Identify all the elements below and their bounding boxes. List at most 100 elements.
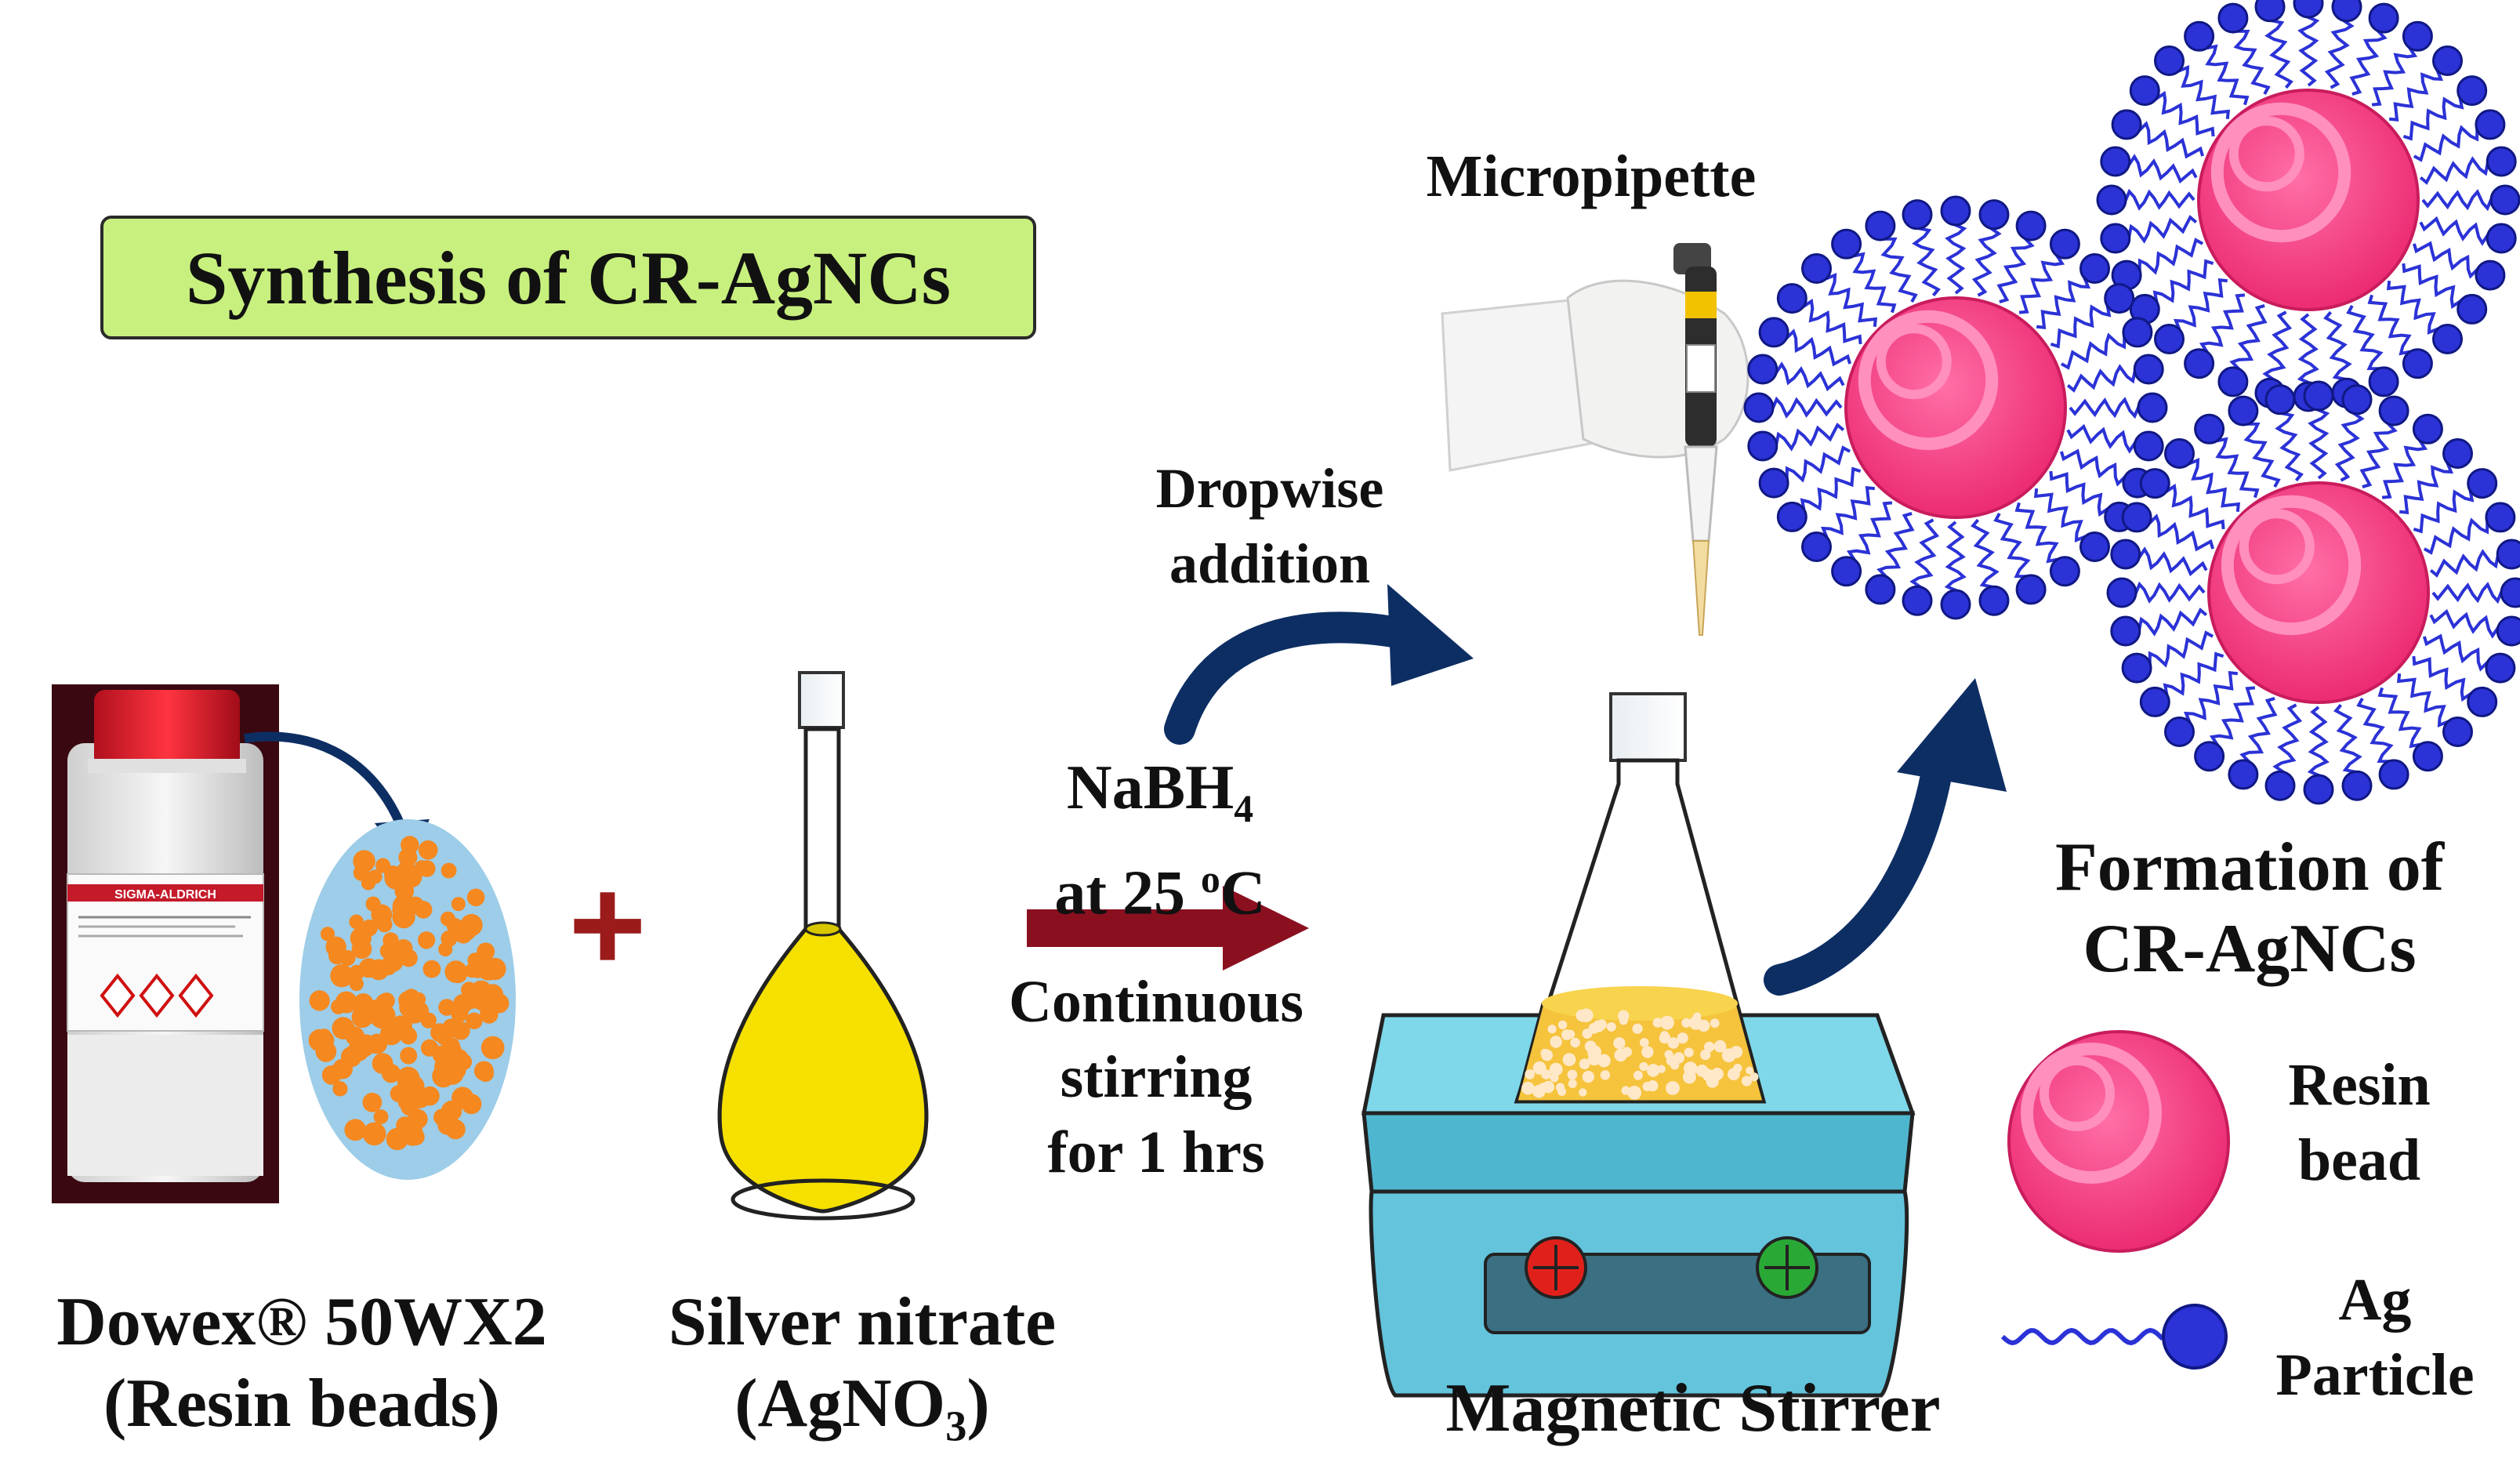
cr-agnc-cluster bbox=[1743, 0, 2520, 805]
core-highlight bbox=[2239, 509, 2315, 585]
ligand-chain bbox=[2137, 238, 2204, 275]
flask-bead-dot bbox=[1684, 1047, 1694, 1058]
flask-bead-dot bbox=[1646, 1064, 1660, 1077]
ag-particle bbox=[2217, 366, 2249, 397]
ag-particle bbox=[1902, 199, 1933, 230]
ag-particle bbox=[2139, 686, 2170, 717]
ligand-chain bbox=[2125, 154, 2198, 184]
ligand-chain bbox=[2419, 216, 2492, 246]
resin-bead-dot bbox=[321, 1065, 342, 1085]
ag-particle bbox=[2110, 539, 2141, 570]
ag-particle bbox=[1776, 501, 1808, 532]
flask-bead-dot bbox=[1549, 1062, 1563, 1076]
resin-bead-dot bbox=[441, 862, 457, 879]
ligand-chain bbox=[2185, 457, 2241, 513]
resin-bead-dot bbox=[401, 866, 422, 888]
legend-ag-particle bbox=[2000, 1304, 2228, 1370]
ligand-chain bbox=[2203, 44, 2250, 106]
resin-bead-dot bbox=[332, 1081, 348, 1097]
ag-particle bbox=[2442, 717, 2473, 747]
resin-bead-dot bbox=[349, 914, 364, 930]
resin-bead-dot bbox=[451, 1087, 474, 1109]
resin-bead-dot bbox=[399, 1027, 418, 1045]
resin-bead-dot bbox=[332, 1017, 355, 1039]
ag-particle bbox=[2486, 146, 2517, 177]
ag-particle bbox=[2121, 502, 2152, 533]
ag-particle bbox=[2121, 652, 2152, 684]
flask-bead-dot bbox=[1561, 1029, 1572, 1040]
flask-bead-dot bbox=[1557, 1087, 1567, 1096]
dropwise-label: Dropwise addition bbox=[1155, 457, 1384, 595]
title-banner: Synthesis of CR-AgNCs bbox=[100, 216, 1036, 339]
ag-particle bbox=[2442, 438, 2473, 469]
resin-bead-dot bbox=[460, 913, 483, 937]
ligand-chain bbox=[2399, 459, 2454, 515]
flask-bead-dot bbox=[1749, 1072, 1759, 1082]
flask-bead-dot bbox=[1652, 1018, 1663, 1028]
ag-particle bbox=[1758, 317, 1789, 348]
ligand-chain bbox=[2059, 448, 2129, 487]
ligand-chain bbox=[2396, 673, 2453, 728]
flask-bead-dot bbox=[1639, 1038, 1649, 1047]
ag-particle bbox=[1978, 199, 2010, 230]
formation-arrow bbox=[1764, 760, 1952, 996]
ligand-chain bbox=[1800, 466, 1862, 513]
resin-bead-dot bbox=[325, 936, 346, 958]
flask-bead-dot bbox=[1684, 1061, 1698, 1076]
ligand-chain bbox=[2145, 513, 2215, 552]
flask-bead-dot bbox=[1647, 1080, 1659, 1092]
ag-particle bbox=[1865, 210, 1896, 241]
ligand-chain bbox=[2173, 278, 2228, 334]
ligand-chain bbox=[2209, 686, 2256, 749]
resin-bead-dot bbox=[375, 858, 391, 873]
ag-particle bbox=[2104, 283, 2135, 314]
speed-knob-icon[interactable] bbox=[1756, 1236, 1818, 1299]
flask-bead-dot bbox=[1550, 1036, 1562, 1048]
ag-particle bbox=[2194, 413, 2225, 444]
ag-particle bbox=[1747, 430, 1779, 462]
ligand-chain bbox=[2297, 14, 2320, 87]
reaction-conditions-bottom: Continuous stirring for 1 hrs bbox=[1009, 969, 1304, 1185]
flask-bead-dot bbox=[1567, 1069, 1578, 1080]
resin-bead-dot bbox=[361, 876, 376, 891]
heat-knob-icon[interactable] bbox=[1525, 1236, 1587, 1299]
ag-particle bbox=[2264, 770, 2296, 801]
ligand-chain bbox=[2133, 581, 2206, 604]
flask-bead-dot bbox=[1562, 1053, 1576, 1066]
resin-bead-dot bbox=[455, 1054, 470, 1069]
resin-bead-dot bbox=[351, 1006, 373, 1029]
volumetric-flask bbox=[717, 671, 929, 1221]
ag-particle bbox=[2164, 717, 2195, 747]
ligand-chain bbox=[2388, 66, 2444, 122]
ligand-chain bbox=[1876, 511, 1915, 581]
flask-bead-dot bbox=[1721, 1048, 1736, 1063]
ligand-chain bbox=[2066, 364, 2137, 393]
ligand-chain bbox=[2148, 630, 2214, 668]
resin-bead-dot bbox=[330, 964, 354, 988]
ag-particle bbox=[2154, 324, 2185, 354]
resin-bead-dot bbox=[392, 902, 407, 917]
ligand-chain bbox=[2323, 310, 2352, 382]
ag-particle bbox=[2475, 109, 2506, 140]
resin-core bbox=[2207, 481, 2430, 704]
ag-particle bbox=[2015, 574, 2047, 605]
ligand-chain bbox=[2152, 90, 2215, 137]
flask-bead-dot bbox=[1587, 1049, 1596, 1058]
ag-particle bbox=[2303, 774, 2334, 805]
ag-particle bbox=[1831, 228, 1862, 259]
dropwise-arrowhead bbox=[1387, 584, 1474, 686]
ligand-chain bbox=[1782, 328, 1852, 367]
flask-bead-dot bbox=[1733, 1064, 1742, 1073]
ag-particle bbox=[2475, 259, 2506, 291]
ligand-chain bbox=[2412, 655, 2475, 702]
ag-particle bbox=[2228, 759, 2259, 790]
ag-particle bbox=[2293, 0, 2324, 19]
flask-bead-dot bbox=[1660, 1031, 1670, 1040]
resin-label: Dowex® 50WX2 (Resin beads) bbox=[56, 1284, 547, 1442]
reaction-arrow bbox=[1027, 886, 1309, 971]
ag-particle bbox=[2129, 75, 2160, 107]
flask-bead-dot bbox=[1606, 1021, 1616, 1032]
ag-particle bbox=[2432, 45, 2463, 76]
flask-bead-dot bbox=[1542, 1080, 1555, 1094]
resin-bead-dot bbox=[400, 1047, 418, 1065]
